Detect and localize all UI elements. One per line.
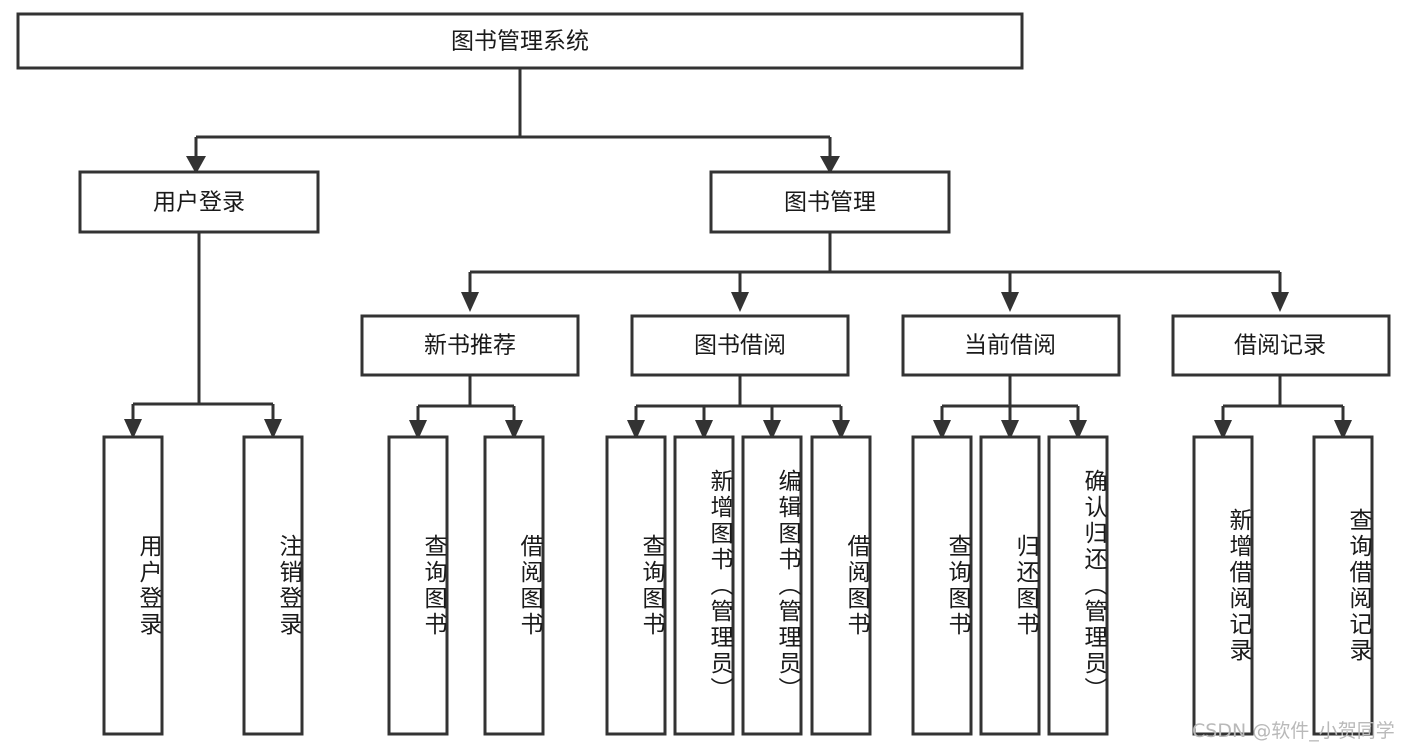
arrow-down-icon (832, 420, 850, 440)
leaf-label: 用户登录 (135, 533, 161, 638)
connector-bookmgmt-to-level3 (468, 232, 1282, 292)
leaf-label: 查询图书 (944, 533, 970, 638)
node-book-management-label: 图书管理 (784, 190, 876, 216)
node-new-book-box[interactable] (360, 314, 580, 377)
node-box-group (16, 12, 1391, 736)
arrow-down-icon (505, 420, 523, 440)
leaf-box[interactable] (242, 435, 304, 736)
arrow-down-icon (264, 419, 282, 439)
leaf-label: 查询图书 (638, 533, 664, 638)
leaf-label: 查询图书 (420, 533, 446, 638)
leaf-box[interactable] (911, 435, 973, 736)
leaf-box[interactable] (1312, 435, 1374, 736)
node-user-login-label: 用户登录 (153, 190, 245, 216)
leaf-box[interactable] (673, 435, 735, 736)
leaf-box[interactable] (1192, 435, 1254, 736)
arrow-down-icon (409, 420, 427, 440)
node-book-borrow-box[interactable] (630, 314, 850, 377)
leaf-label: 新增图书（管理员） (706, 468, 732, 703)
arrow-down-icon (1001, 420, 1019, 440)
node-label-group: 图书管理系统 用户登录 图书管理 新书推荐 图书借阅 当前借阅 借阅记录 (153, 29, 1326, 359)
leaf-box[interactable] (810, 435, 872, 736)
arrow-down-icon (1334, 420, 1352, 440)
leaf-label: 确认归还（管理员） (1080, 468, 1106, 703)
leaf-label: 归还图书 (1012, 533, 1038, 638)
leaf-label: 注销登录 (275, 533, 301, 638)
leaf-label: 借阅图书 (843, 533, 869, 638)
leaf-box[interactable] (387, 435, 449, 736)
leaf-label: 借阅图书 (516, 533, 542, 638)
arrow-down-icon (186, 156, 206, 174)
connector-currentborrow-to-leaves (940, 375, 1080, 422)
connector-borrowrecord-to-leaves (1221, 375, 1345, 422)
leaf-label: 编辑图书（管理员） (774, 468, 800, 703)
leaf-box[interactable] (483, 435, 545, 736)
node-borrow-record-label: 借阅记录 (1234, 333, 1326, 359)
arrow-down-icon (695, 420, 713, 440)
node-user-login-box[interactable] (78, 170, 320, 234)
node-book-borrow-label: 图书借阅 (694, 333, 786, 359)
connector-newbook-to-leaves (416, 375, 516, 422)
connector-bookborrow-to-leaves (634, 375, 843, 422)
leaf-box[interactable] (605, 435, 667, 736)
connector-root-to-level2 (194, 68, 832, 156)
node-current-borrow-label: 当前借阅 (964, 333, 1056, 359)
arrow-down-icon (731, 292, 749, 312)
leaf-box[interactable] (1047, 435, 1109, 736)
arrow-down-icon (1214, 420, 1232, 440)
arrow-down-icon (1001, 292, 1019, 312)
leaf-box[interactable] (102, 435, 164, 736)
arrow-down-icon (1069, 420, 1087, 440)
node-root-box[interactable] (16, 12, 1024, 70)
arrow-down-icon (461, 292, 479, 312)
leaf-label: 查询借阅记录 (1345, 507, 1371, 664)
node-current-borrow-box[interactable] (901, 314, 1121, 377)
arrow-down-icon (820, 156, 840, 174)
arrow-down-icon (1271, 292, 1289, 312)
arrow-down-icon (124, 419, 142, 439)
arrowhead-group (124, 156, 1352, 440)
arrow-down-icon (627, 420, 645, 440)
node-root-label: 图书管理系统 (451, 29, 589, 55)
leaf-box[interactable] (741, 435, 803, 736)
node-book-management-box[interactable] (709, 170, 951, 234)
watermark-text: CSDN @软件_小贺同学 (1192, 720, 1395, 742)
node-borrow-record-box[interactable] (1171, 314, 1391, 377)
arrow-down-icon (763, 420, 781, 440)
leaf-box[interactable] (979, 435, 1041, 736)
leaf-label: 新增借阅记录 (1225, 507, 1251, 664)
connector-group (131, 68, 1345, 422)
connector-userlogin-to-leaves (131, 232, 275, 421)
arrow-down-icon (933, 420, 951, 440)
node-new-book-label: 新书推荐 (424, 333, 516, 359)
